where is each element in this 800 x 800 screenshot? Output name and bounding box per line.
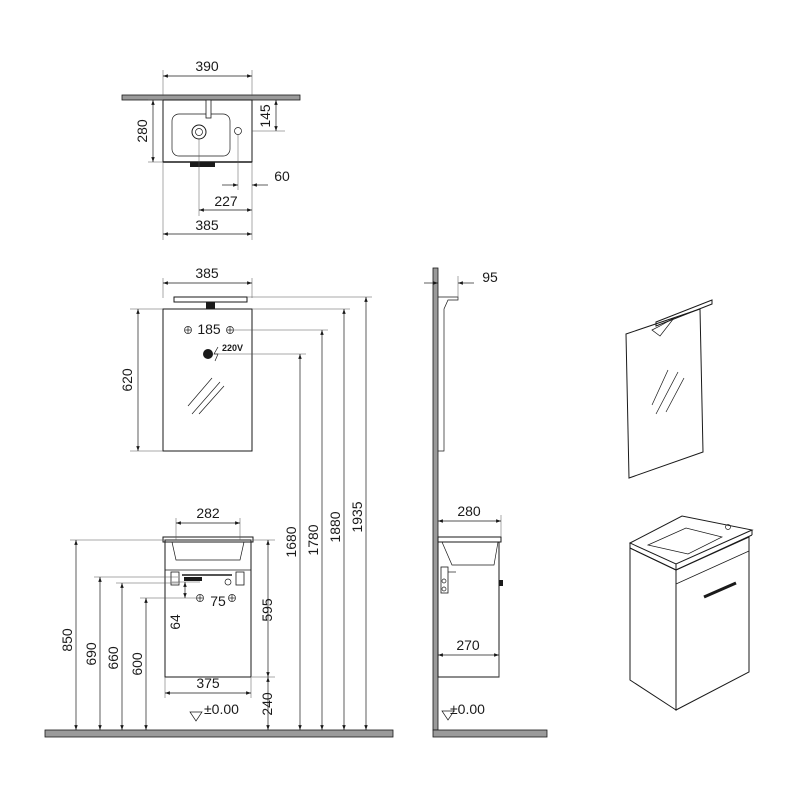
dim-height-1780: 1780 bbox=[305, 524, 321, 555]
dim-mirror-fixing: 185 bbox=[197, 321, 221, 337]
cabinet-fixing-right-icon bbox=[228, 594, 236, 602]
cabinet-outline bbox=[164, 539, 252, 678]
dim-cabinet-fixing: 75 bbox=[210, 593, 226, 609]
dim-bowl-depth: 145 bbox=[257, 104, 273, 128]
dim-height-690: 690 bbox=[83, 642, 99, 666]
front-floor-label: ±0.00 bbox=[204, 701, 239, 717]
cabinet-fixing-left-icon bbox=[196, 594, 204, 602]
front-floor bbox=[44, 729, 394, 738]
basin-bowl-elevation bbox=[171, 541, 245, 561]
plan-handle bbox=[190, 162, 215, 167]
front-elevation: 185 220V 385 620 282 75 bbox=[44, 265, 394, 738]
wall-band bbox=[121, 94, 301, 101]
iso-mirror bbox=[625, 308, 704, 479]
dim-top-depth: 280 bbox=[134, 119, 150, 143]
mirror-outline bbox=[162, 308, 253, 452]
dim-side-bottom-depth: 270 bbox=[456, 637, 480, 653]
dim-tap-offset: 60 bbox=[274, 168, 290, 184]
iso-door-handle bbox=[703, 581, 737, 599]
dim-height-1935: 1935 bbox=[349, 501, 365, 532]
side-wall bbox=[432, 267, 439, 731]
waste-connection-icon bbox=[224, 578, 232, 586]
iso-light-bar bbox=[655, 299, 713, 327]
bracket-right bbox=[235, 571, 245, 586]
dim-side-top-depth: 280 bbox=[457, 503, 481, 519]
iso-cabinet-side bbox=[629, 547, 677, 711]
mirror-fixing-left-icon bbox=[184, 326, 192, 334]
floor-level-icon bbox=[189, 711, 203, 722]
side-floor bbox=[432, 729, 548, 738]
side-bracket bbox=[440, 566, 449, 594]
dim-height-660: 660 bbox=[105, 646, 121, 670]
side-handle bbox=[499, 580, 503, 586]
dim-floor-gap: 240 bbox=[259, 692, 275, 716]
voltage-label: 220V bbox=[222, 343, 243, 353]
dim-height-1680: 1680 bbox=[283, 526, 299, 557]
dim-mirror-width: 385 bbox=[195, 265, 219, 281]
bracket-left bbox=[170, 571, 180, 586]
plan-bowl bbox=[171, 113, 231, 157]
top-view: 390 280 145 60 227 385 bbox=[121, 58, 301, 240]
side-view: 95 280 270 ±0.00 bbox=[424, 267, 548, 738]
dim-mirror-depth: 95 bbox=[482, 269, 498, 285]
power-outlet-icon bbox=[203, 349, 213, 359]
iso-tap-hole-icon bbox=[725, 524, 731, 530]
tap-hole-icon bbox=[234, 127, 242, 135]
drain-icon bbox=[191, 124, 207, 140]
mirror-light-bar bbox=[173, 296, 248, 303]
mirror-side-profile bbox=[438, 296, 459, 452]
dim-basin-width: 282 bbox=[196, 505, 220, 521]
cabinet-side-outline bbox=[437, 541, 500, 678]
dim-mirror-height: 620 bbox=[119, 368, 135, 392]
dim-cabinet-bottom-width: 375 bbox=[196, 675, 220, 691]
side-floor-level-icon bbox=[441, 710, 455, 721]
dim-top-width: 390 bbox=[195, 58, 219, 74]
dim-cabinet-height: 595 bbox=[259, 598, 275, 622]
isometric-view bbox=[625, 299, 754, 711]
dim-height-1880: 1880 bbox=[327, 511, 343, 542]
mirror-fixing-right-icon bbox=[226, 326, 234, 334]
iso-cabinet-door bbox=[675, 536, 750, 711]
dim-fixing-height: 64 bbox=[167, 614, 183, 630]
side-floor-label: ±0.00 bbox=[450, 701, 485, 717]
dim-top-body-width: 385 bbox=[195, 217, 219, 233]
dim-drain-offset: 227 bbox=[214, 193, 238, 209]
dim-height-600: 600 bbox=[129, 652, 145, 676]
dim-height-850: 850 bbox=[59, 628, 75, 652]
